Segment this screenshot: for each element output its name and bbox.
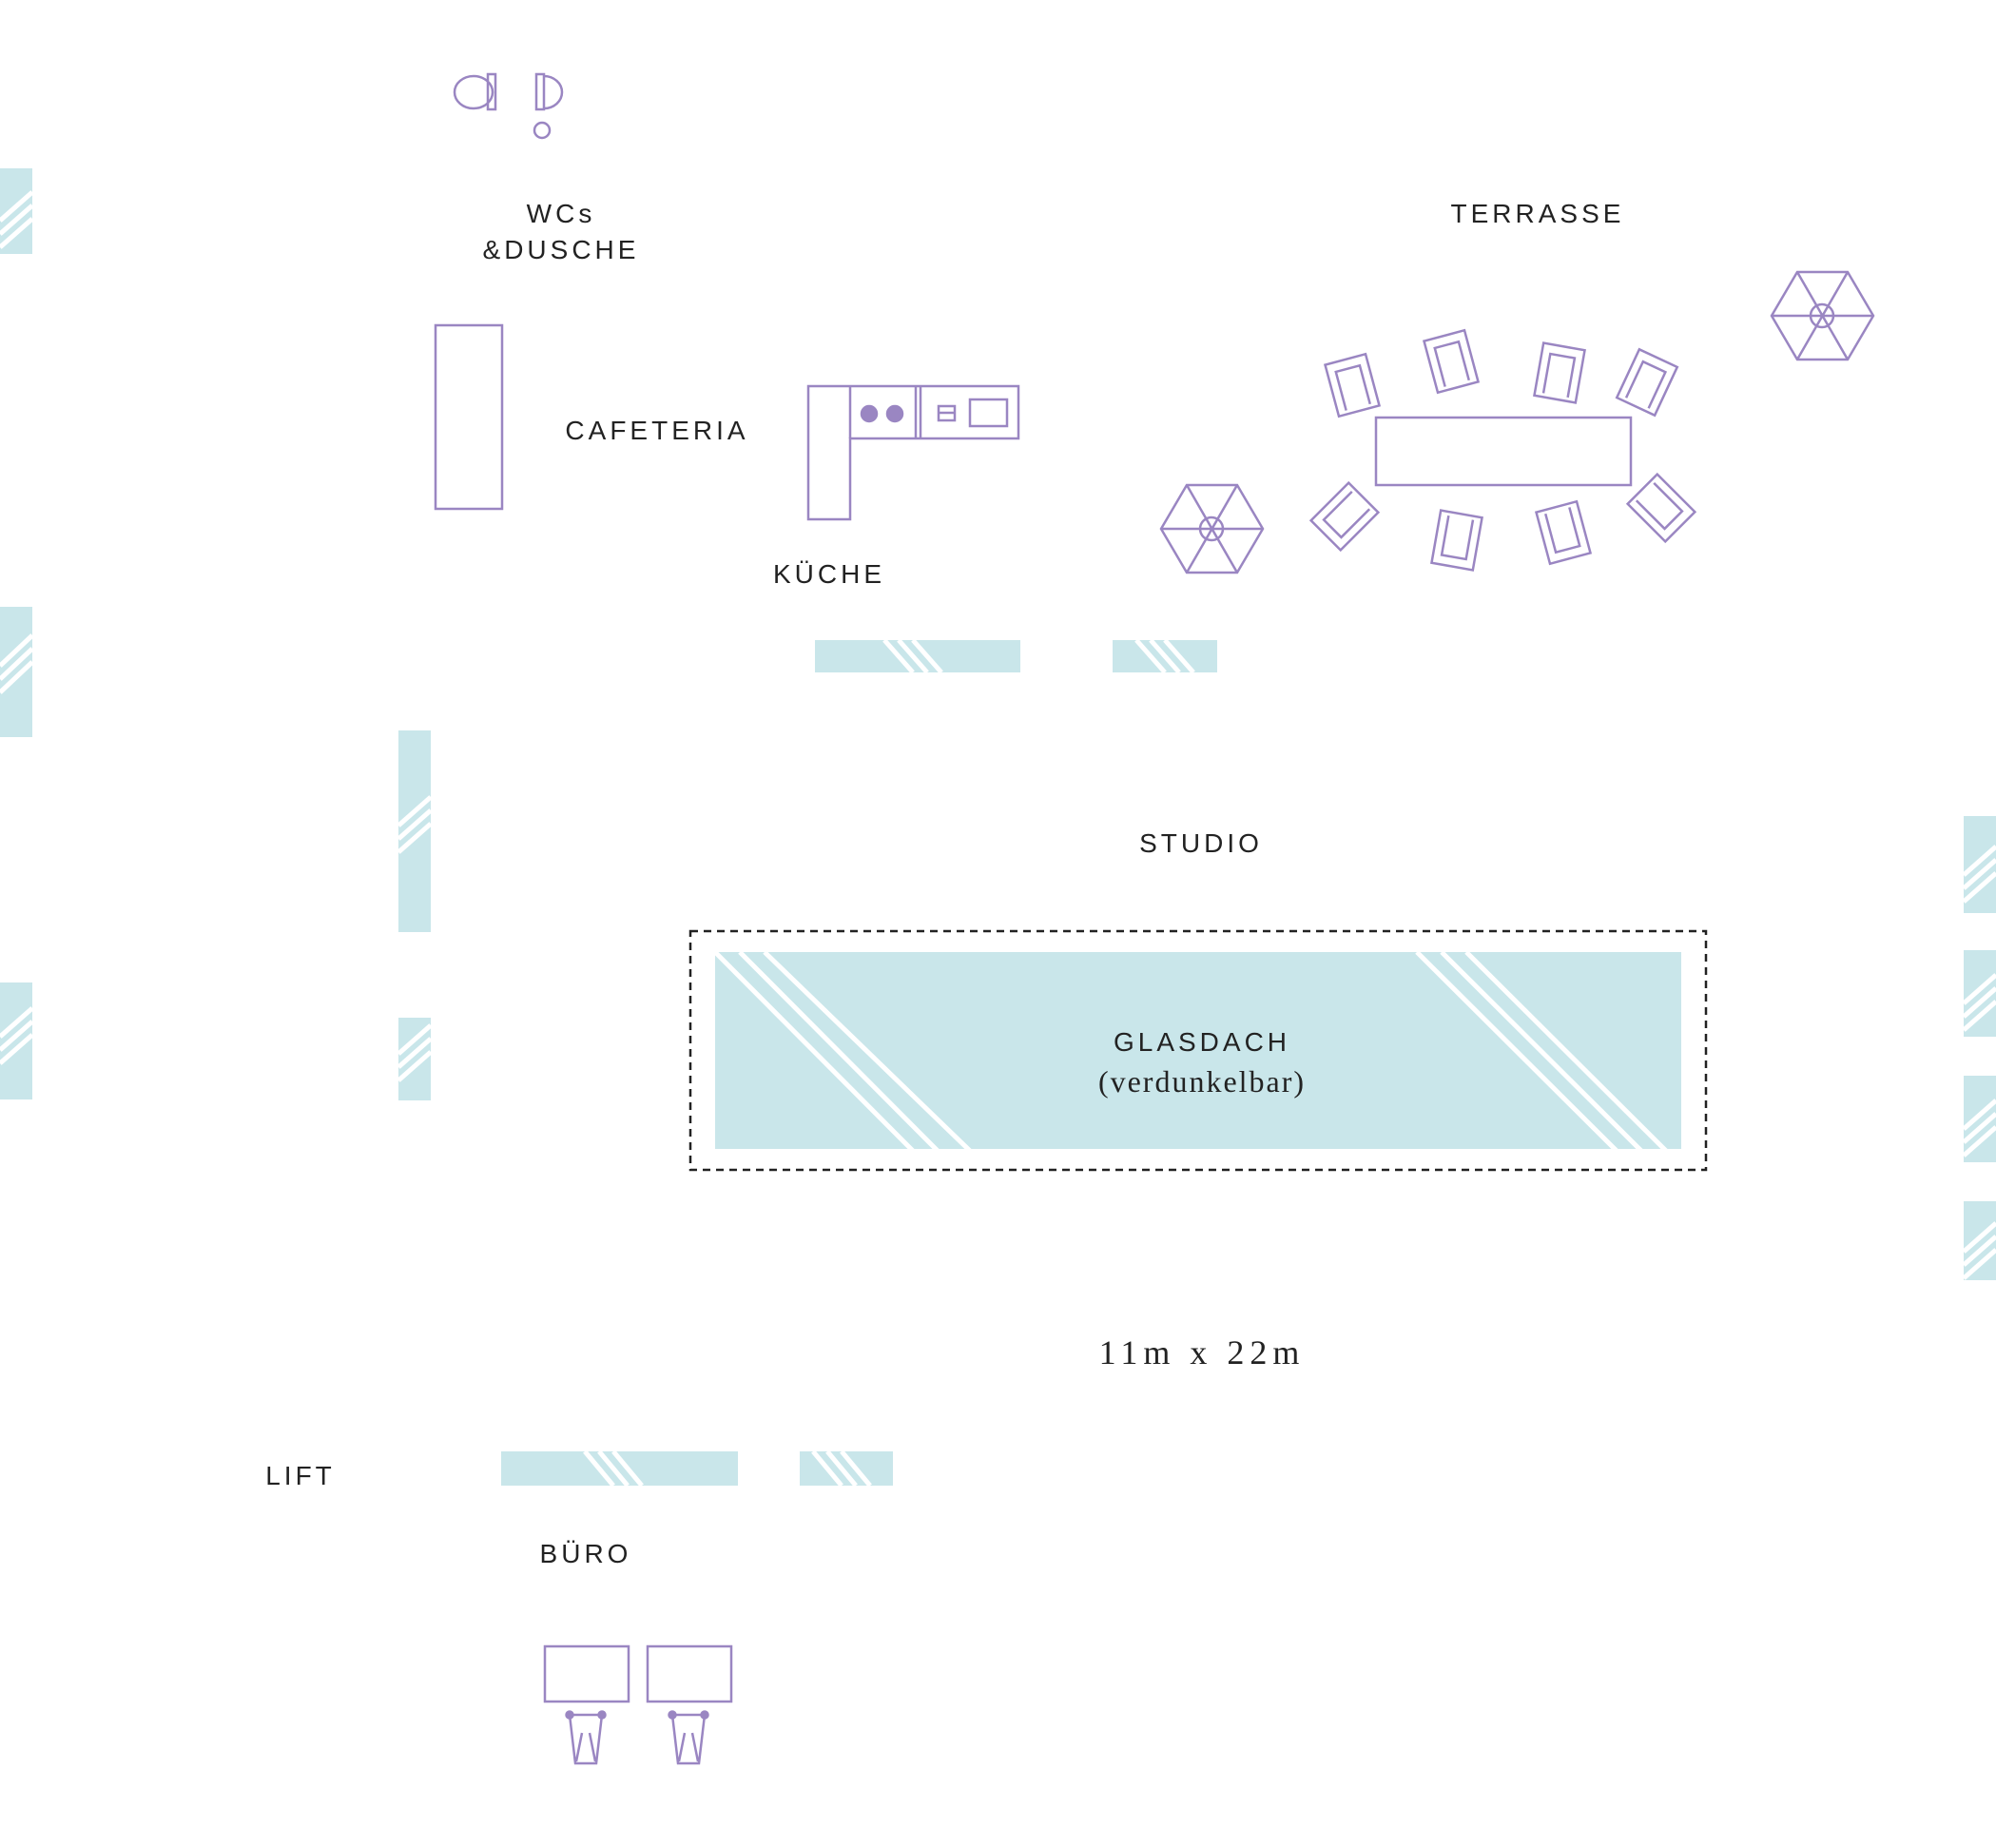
label-kueche: KÜCHE xyxy=(773,559,885,589)
label-glasdach: GLASDACH xyxy=(1114,1027,1290,1057)
window-right-3 xyxy=(1962,1076,1996,1162)
desk-icon xyxy=(646,1644,733,1765)
label-lift: LIFT xyxy=(265,1461,336,1490)
chair-icon xyxy=(1533,341,1586,404)
chair-icon xyxy=(1308,480,1381,553)
window-left-1 xyxy=(0,168,34,254)
umbrella-icon xyxy=(1159,483,1265,574)
window-right-1 xyxy=(1962,816,1996,913)
window-inner-left-1 xyxy=(397,730,433,932)
label-buero: BÜRO xyxy=(540,1539,632,1568)
window-right-4 xyxy=(1962,1201,1996,1280)
label-wc: WCs xyxy=(527,199,596,228)
window-lift-1 xyxy=(501,1449,738,1488)
label-cafeteria: CAFETERIA xyxy=(565,416,748,445)
counter-icon xyxy=(434,323,504,511)
kitchen-icon xyxy=(806,384,1020,521)
window-left-2 xyxy=(0,607,34,737)
window-right-2 xyxy=(1962,950,1996,1037)
label-terrasse: TERRASSE xyxy=(1451,199,1625,228)
chair-icon xyxy=(1625,472,1697,544)
table-icon xyxy=(1374,416,1633,487)
label-dusche: &DUSCHE xyxy=(483,235,640,264)
label-verdunkelbar: (verdunkelbar) xyxy=(1098,1064,1306,1099)
window-kitchen-1 xyxy=(815,638,1020,674)
skylight-icon xyxy=(688,929,1708,1172)
window-inner-left-2 xyxy=(397,1018,433,1100)
chair-icon xyxy=(1534,499,1593,566)
label-dimensions: 11m x 22m xyxy=(1099,1333,1306,1371)
window-lift-2 xyxy=(800,1449,893,1488)
label-studio: STUDIO xyxy=(1139,828,1263,858)
chair-icon xyxy=(1430,509,1483,572)
desk-icon xyxy=(543,1644,630,1765)
chair-icon xyxy=(1323,352,1382,418)
window-kitchen-2 xyxy=(1113,638,1217,674)
sink-icon xyxy=(533,72,564,140)
toilet-icon xyxy=(453,72,497,111)
chair-icon xyxy=(1422,328,1481,395)
window-left-3 xyxy=(0,982,34,1099)
umbrella-icon xyxy=(1770,270,1875,361)
chair-icon xyxy=(1615,347,1679,418)
